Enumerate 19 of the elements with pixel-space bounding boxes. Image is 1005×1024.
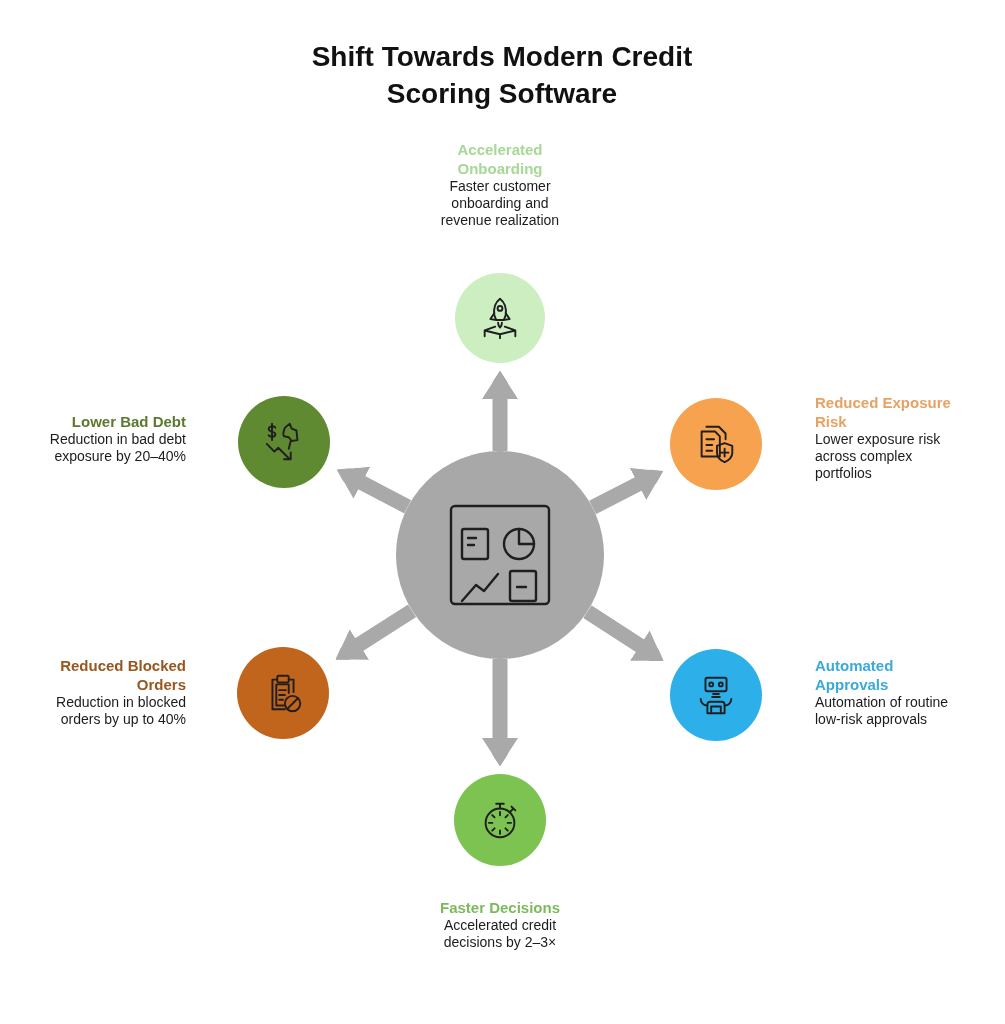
item-heading: Lower Bad Debt — [71, 412, 186, 431]
arrow — [482, 371, 518, 451]
title: Shift Towards Modern Credit Scoring Software — [310, 40, 694, 111]
item-description: Faster customer onboarding and revenue realization — [439, 178, 561, 229]
item-description: Reduction in blocked orders by up to 40% — [55, 694, 186, 728]
arrow — [482, 659, 518, 766]
arrow — [335, 604, 417, 660]
arrow — [589, 467, 664, 515]
item-heading: Automated Approvals — [815, 656, 895, 694]
item-description: Accelerated credit decisions by 2–3× — [442, 917, 558, 951]
item-heading: Reduced Blocked Orders — [59, 656, 186, 694]
item-description: Lower exposure risk across complex portfolios — [815, 431, 942, 482]
item-heading: Reduced Exposure Risk — [815, 393, 952, 431]
item-description: Automation of routine low-risk approvals — [815, 694, 950, 728]
item-heading: Accelerated Onboarding — [456, 140, 544, 178]
arrow — [583, 605, 664, 662]
arrow — [336, 466, 412, 514]
item-description: Reduction in bad debt exposure by 20–40% — [48, 431, 186, 465]
item-heading: Faster Decisions — [439, 898, 561, 917]
